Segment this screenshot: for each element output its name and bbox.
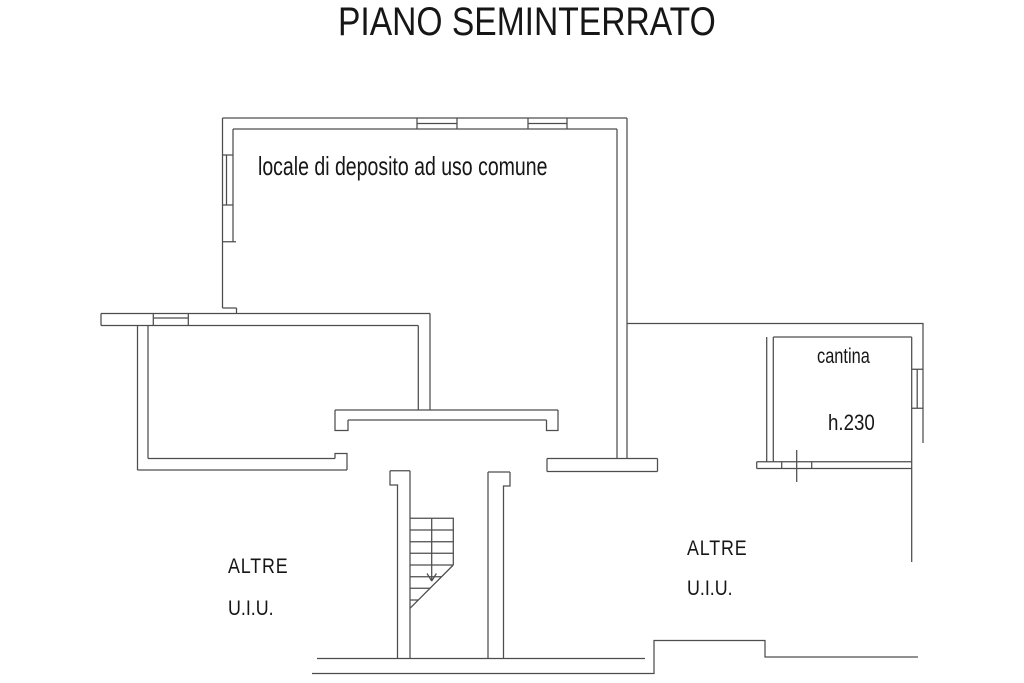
walls [100,117,924,675]
cantina-window [911,368,923,409]
cantina-label: cantina [817,345,870,368]
uiu-right-label: U.I.U. [687,577,733,600]
stairwell-left-wall [389,470,411,659]
stairs [409,517,454,609]
uiu-left-label: U.I.U. [228,597,274,620]
windows [152,118,923,409]
cantina-walls [756,336,913,562]
big-room-bottom-wall [334,409,559,432]
stair-direction-line [426,518,437,582]
corridor-window [152,313,189,326]
top-window-1 [416,118,458,129]
stairwell-right-wall [487,471,511,659]
altre-right-label: ALTRE [687,537,748,560]
mid-right-wall [546,457,659,473]
cantina-height-label: h.230 [828,410,875,435]
plan-title: PIANO SEMINTERRATO [338,0,716,44]
left-room-walls [136,313,431,471]
big-room-walls [221,117,628,459]
top-window-2 [527,118,568,129]
left-corridor-wall [100,312,430,327]
deposito-label: locale di deposito ad uso comune [258,151,548,181]
corridor-top-wall [627,322,924,443]
bottom-walls [312,639,918,675]
altre-left-label: ALTRE [228,555,289,578]
left-wall-window [222,154,236,243]
